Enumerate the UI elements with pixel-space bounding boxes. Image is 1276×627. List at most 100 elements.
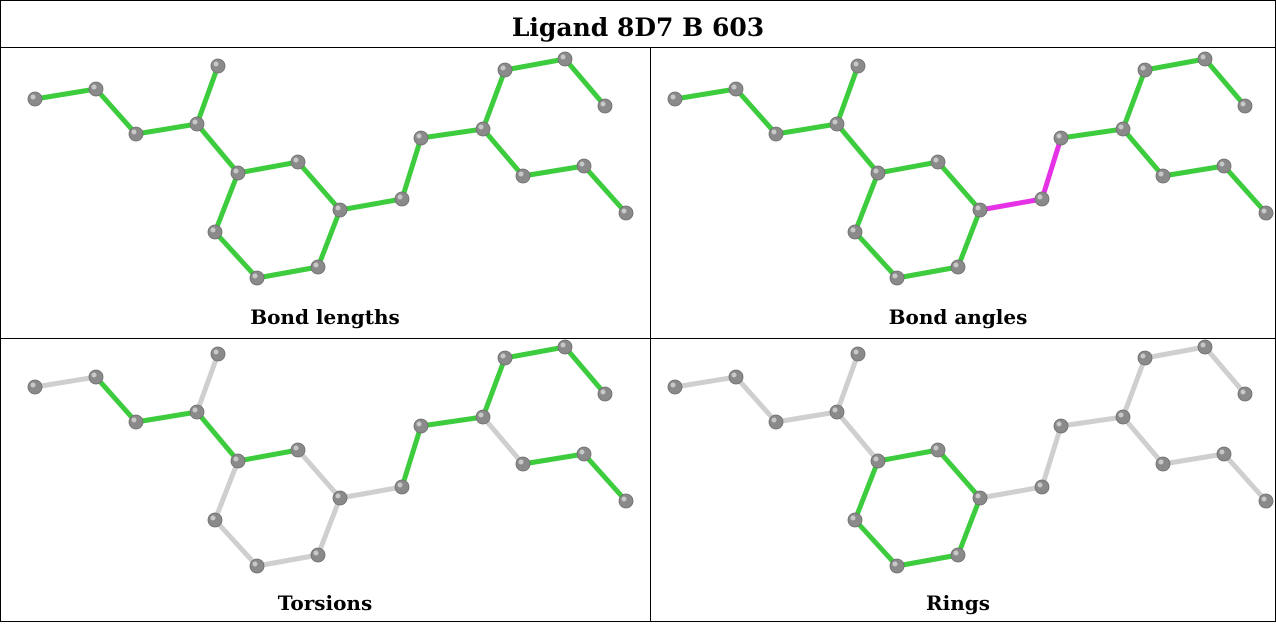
atom-14 — [1115, 409, 1131, 425]
bond-upper-end — [1202, 56, 1248, 109]
atom-highlight — [252, 273, 258, 279]
ring-bond-1 — [875, 447, 941, 464]
bond-branch-upper — [1120, 355, 1148, 420]
atom-1 — [667, 379, 683, 395]
bond-ring-linker — [977, 196, 1045, 213]
ring-bond-6 — [852, 170, 881, 235]
atom-highlight — [579, 161, 585, 167]
atom-19 — [576, 158, 592, 174]
atom-highlight — [192, 119, 198, 125]
bond-c4-ring — [194, 121, 241, 176]
atom-highlight — [853, 61, 859, 67]
atom-highlight — [478, 124, 484, 130]
atom-highlight — [131, 129, 137, 135]
bond-c4-methyl — [834, 351, 861, 415]
bond-ring-linker — [337, 196, 405, 213]
atom-highlight — [518, 459, 524, 465]
bond-c1-c2 — [32, 374, 99, 390]
atom-highlight — [478, 412, 484, 418]
ring-bond-4 — [254, 264, 321, 281]
bond-c3-c4 — [773, 121, 840, 137]
atom-5 — [850, 58, 866, 74]
molecule-torsions — [27, 339, 634, 574]
ring-bond-5 — [212, 229, 260, 281]
ring-bond-5 — [852, 517, 900, 569]
atom-5 — [850, 346, 866, 362]
atom-16 — [557, 339, 573, 355]
atom-highlight — [1037, 194, 1043, 200]
atom-highlight — [771, 129, 777, 135]
bond-branch-upper — [1120, 67, 1148, 132]
atom-highlight — [892, 561, 898, 567]
atom-15 — [1137, 350, 1153, 366]
ring-bond-3 — [955, 207, 983, 270]
atom-highlight — [873, 168, 879, 174]
bond-c2-c3 — [93, 374, 139, 425]
bond-c3-c4 — [133, 121, 200, 137]
atom-2 — [728, 81, 744, 97]
bond-lower-end — [1221, 163, 1269, 216]
atom-17 — [1237, 386, 1253, 402]
bond-lower-c — [1160, 163, 1227, 179]
ring-bond-2 — [935, 447, 983, 501]
bond-linker-c — [399, 423, 424, 490]
atom-6 — [230, 453, 246, 469]
atom-highlight — [252, 561, 258, 567]
atom-highlight — [1140, 65, 1146, 71]
atom-10 — [249, 270, 265, 286]
bond-c2-c3 — [93, 86, 139, 137]
bond-upper-end — [1202, 344, 1248, 397]
bond-branch-lower — [1120, 414, 1166, 467]
bond-c4-ring — [834, 409, 881, 464]
bond-c1-c2 — [32, 86, 99, 102]
atom-3 — [768, 414, 784, 430]
ring-bond-5 — [852, 229, 900, 281]
atom-highlight — [600, 389, 606, 395]
atom-13 — [1053, 130, 1069, 146]
atom-highlight — [1158, 459, 1164, 465]
atom-highlight — [953, 262, 959, 268]
atom-highlight — [213, 349, 219, 355]
atom-8 — [332, 490, 348, 506]
atom-10 — [249, 558, 265, 574]
atom-highlight — [670, 382, 676, 388]
bond-linker-c — [1039, 423, 1064, 490]
atom-highlight — [313, 550, 319, 556]
atom-15 — [497, 350, 513, 366]
atom-highlight — [850, 227, 856, 233]
panel-torsions: Torsions — [0, 339, 638, 627]
ring-bond-1 — [235, 447, 301, 464]
caption-bond-lengths: Bond lengths — [250, 305, 400, 329]
atom-highlight — [1056, 133, 1062, 139]
atom-10 — [889, 558, 905, 574]
ring-bond-4 — [254, 552, 321, 569]
atom-highlight — [1240, 101, 1246, 107]
bond-c3-c4 — [773, 409, 840, 425]
atom-1 — [27, 379, 43, 395]
atom-highlight — [731, 372, 737, 378]
atom-2 — [728, 369, 744, 385]
bond-upper-c — [502, 56, 568, 73]
bond-c-branch — [1058, 126, 1126, 141]
atom-highlight — [335, 205, 341, 211]
ring-bond-6 — [212, 458, 241, 523]
atom-11 — [207, 224, 223, 240]
atom-5 — [210, 58, 226, 74]
atom-highlight — [1158, 171, 1164, 177]
atom-highlight — [1240, 389, 1246, 395]
bond-c-branch — [1058, 414, 1126, 429]
ring-bond-3 — [315, 495, 343, 558]
atom-16 — [557, 51, 573, 67]
atom-highlight — [131, 417, 137, 423]
bond-lower-c — [520, 163, 587, 179]
atom-highlight — [1118, 412, 1124, 418]
atom-highlight — [518, 171, 524, 177]
atom-19 — [576, 446, 592, 462]
atom-11 — [847, 224, 863, 240]
atom-16 — [1197, 51, 1213, 67]
atom-12 — [1034, 479, 1050, 495]
atom-1 — [667, 91, 683, 107]
atom-highlight — [1219, 161, 1225, 167]
atom-highlight — [560, 54, 566, 60]
bond-c1-c2 — [672, 86, 739, 102]
